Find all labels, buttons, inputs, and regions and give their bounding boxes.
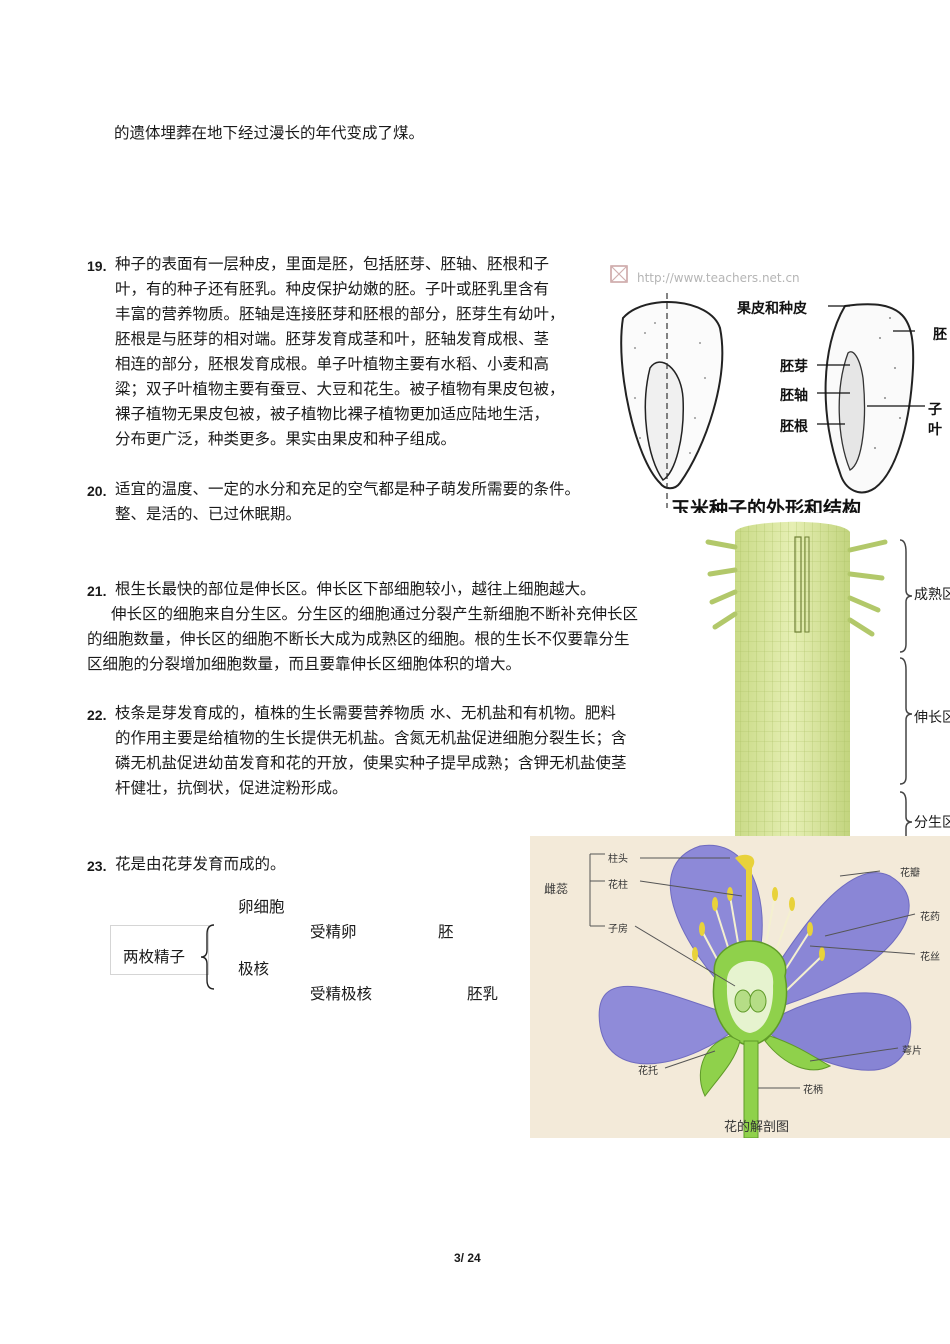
label-cotyledon: 子叶 bbox=[928, 402, 942, 438]
label-petal: 花瓣 bbox=[900, 868, 920, 879]
label-stigma: 柱头 bbox=[608, 854, 628, 865]
page-number: 3/ 24 bbox=[454, 1251, 481, 1265]
top-line: 的遗体埋葬在地下经过漫长的年代变成了煤。 bbox=[114, 124, 425, 142]
label-receptacle: 花托 bbox=[638, 1066, 658, 1077]
seed-figure: http://www.teachers.net.cn 果皮和种皮 胚 胚芽 胚轴… bbox=[605, 258, 950, 513]
label-ovary: 子房 bbox=[608, 924, 628, 935]
product-endosperm: 胚乳 bbox=[467, 985, 499, 1003]
label-hypocotyl: 胚轴 bbox=[780, 388, 808, 404]
q19-text: 种子的表面有一层种皮，里面是胚，包括胚芽、胚轴、胚根和子 叶，有的种子还有胚乳。… bbox=[115, 255, 565, 448]
q23-number: 23. bbox=[87, 858, 107, 874]
q21-text: 伸长区的细胞来自分生区。分生区的细胞通过分裂产生新细胞不断补充伸长区 的细胞数量… bbox=[87, 605, 639, 673]
result-zygote: 受精卵 bbox=[310, 923, 357, 941]
label-style: 花柱 bbox=[608, 880, 628, 891]
seed-caption: 玉米种子的外形和结构 bbox=[671, 498, 862, 513]
source-box bbox=[110, 925, 209, 975]
flower-caption: 花的解剖图 bbox=[724, 1120, 790, 1135]
brace-icon bbox=[200, 924, 215, 990]
label-meristem: 分生区 bbox=[914, 815, 950, 831]
label-pistil: 雌蕊 bbox=[544, 882, 569, 896]
label-plumule: 胚芽 bbox=[780, 359, 808, 375]
q23-text: 花是由花芽发育而成的。 bbox=[115, 855, 286, 873]
product-embryo: 胚 bbox=[438, 923, 454, 941]
q21-line-1: 根生长最快的部位是伸长区。伸长区下部细胞较小，越往上细胞越大。 bbox=[115, 580, 596, 598]
label-anther: 花药 bbox=[920, 912, 940, 923]
label-pedicel: 花柄 bbox=[803, 1085, 823, 1096]
target-polar: 极核 bbox=[238, 960, 270, 978]
root-figure: 成熟区 伸长区 分生区 bbox=[700, 512, 950, 837]
flower-figure: 雌蕊 柱头 花柱 子房 花瓣 花药 花丝 萼片 花托 花柄 花的解剖图 bbox=[530, 836, 950, 1138]
label-filament: 花丝 bbox=[920, 952, 940, 963]
q22-text: 枝条是芽发育成的，植株的生长需要营养物质 水、无机盐和有机物。肥料 的作用主要是… bbox=[115, 704, 627, 797]
label-sepal: 萼片 bbox=[902, 1046, 922, 1057]
target-egg: 卵细胞 bbox=[238, 898, 285, 916]
watermark-text: http://www.teachers.net.cn bbox=[637, 271, 800, 285]
q22-number: 22. bbox=[87, 707, 107, 723]
label-maturation: 成熟区 bbox=[914, 587, 950, 603]
label-endosperm: 胚 bbox=[933, 327, 947, 343]
label-pericarp: 果皮和种皮 bbox=[737, 301, 807, 317]
label-radicle: 胚根 bbox=[780, 419, 808, 435]
q20-number: 20. bbox=[87, 483, 107, 499]
q20-text: 适宜的温度、一定的水分和充足的空气都是种子萌发所需要的条件。 整、是活的、已过休… bbox=[115, 480, 581, 523]
result-polar: 受精极核 bbox=[310, 985, 373, 1003]
source-label: 两枚精子 bbox=[123, 948, 186, 966]
q21-number: 21. bbox=[87, 583, 107, 599]
q19-number: 19. bbox=[87, 258, 107, 274]
label-elongation: 伸长区 bbox=[914, 710, 950, 726]
